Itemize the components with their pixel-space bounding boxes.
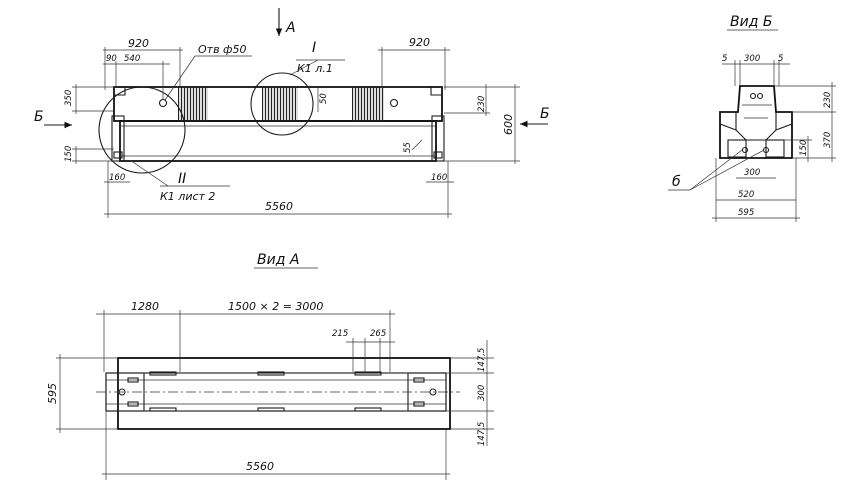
dim-300-bottom: 300 (744, 168, 760, 178)
dim-230-top: 230 (477, 96, 487, 112)
view-a-outer (117, 357, 451, 430)
view-a: Вид А 1280 1500 × 2 = 3000 (46, 252, 494, 480)
top-view: А Б Б 920 90 540 Отв ф50 920 I К1 л.1 (34, 8, 550, 218)
dim-540: 540 (124, 54, 140, 64)
section-arrow-right-label: Б (540, 106, 550, 122)
dim-150-view-b: 150 (799, 140, 809, 156)
dim-5560-view-a: 5560 (246, 460, 274, 473)
dim-300-view-a: 300 (477, 385, 487, 401)
dim-520: 520 (738, 190, 754, 200)
dim-300-top: 300 (744, 54, 760, 64)
hole-note: Отв ф50 (198, 43, 246, 56)
dim-370: 370 (823, 132, 833, 148)
hatched-rib-2 (262, 87, 298, 121)
dim-265: 265 (370, 329, 386, 339)
beam-lower-slab (119, 120, 437, 162)
callout-2-ref: К1 лист 2 (160, 190, 215, 203)
hole-right (389, 98, 399, 108)
dim-1500x2: 1500 × 2 = 3000 (228, 300, 323, 313)
view-arrow-a-label: А (285, 20, 296, 36)
detail-circle-1 (250, 72, 314, 136)
detail-label-b: б (672, 174, 681, 190)
dim-5-left: 5 (722, 54, 727, 64)
callout-1-numeral: I (312, 40, 316, 56)
dim-920-left: 920 (128, 37, 149, 50)
dim-600: 600 (502, 114, 515, 135)
dim-150: 150 (64, 146, 74, 162)
dim-50: 50 (319, 93, 329, 104)
view-a-title: Вид А (257, 252, 299, 268)
dim-1280: 1280 (131, 300, 159, 313)
dim-5560-top: 5560 (265, 200, 293, 213)
callout-1-ref: К1 л.1 (297, 62, 333, 75)
dim-55: 55 (403, 142, 413, 153)
dim-160-left: 160 (109, 173, 125, 183)
hatched-rib-3 (352, 87, 384, 121)
dim-595-view-b: 595 (738, 208, 754, 218)
dim-595-view-a: 595 (46, 383, 59, 404)
section-arrow-left-label: Б (34, 109, 44, 125)
dim-920-right: 920 (409, 36, 430, 49)
dim-147-5-bottom: 147,5 (477, 422, 487, 446)
dim-230-view-b: 230 (823, 92, 833, 108)
dim-5-right: 5 (778, 54, 783, 64)
hole-left (158, 98, 168, 108)
detail-circle-2 (98, 86, 186, 174)
dim-350: 350 (64, 90, 74, 106)
dim-90: 90 (106, 54, 117, 64)
dim-215: 215 (332, 329, 348, 339)
dim-160-right: 160 (431, 173, 447, 183)
view-b-title: Вид Б (730, 14, 772, 30)
dim-147-5-top: 147,5 (477, 348, 487, 372)
view-b: Вид Б 5 300 5 230 370 150 (668, 14, 836, 222)
callout-2-numeral: II (178, 171, 186, 187)
view-b-section (719, 85, 793, 159)
